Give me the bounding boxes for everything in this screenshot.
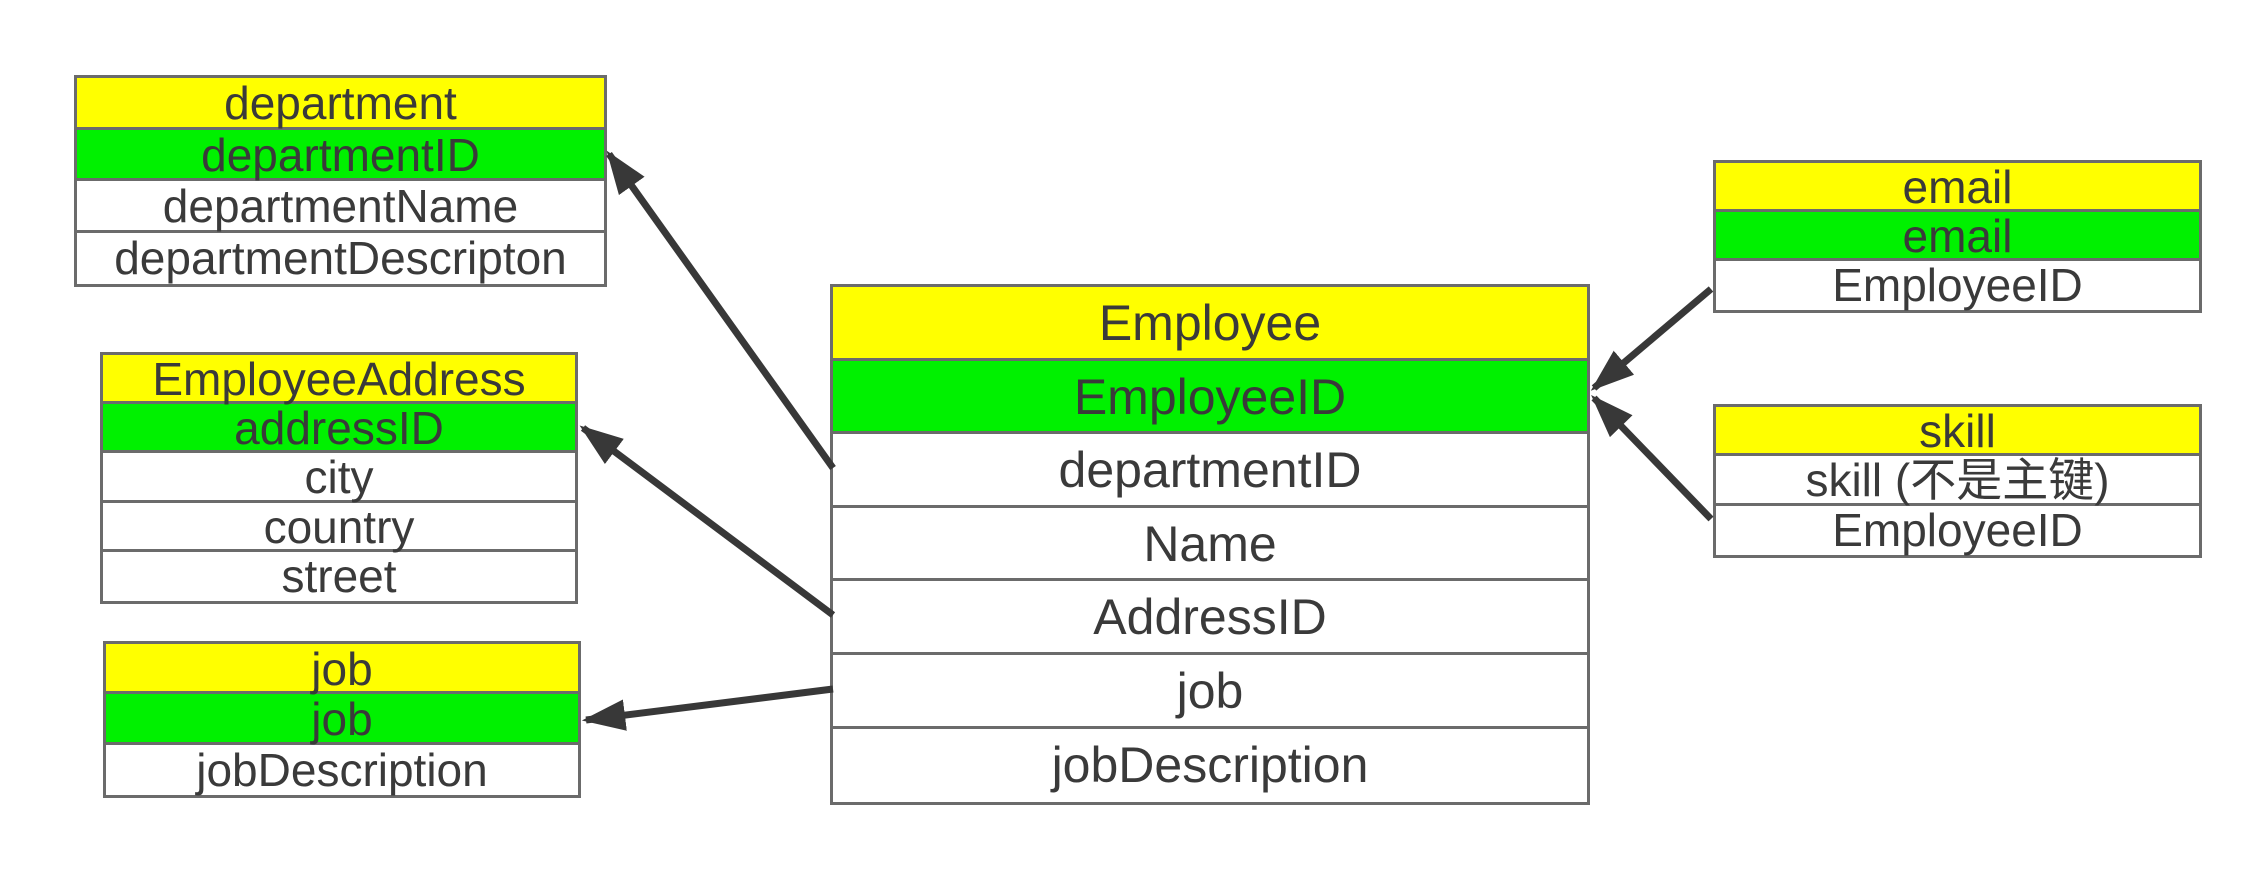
table-title-EmployeeAddress-0: EmployeeAddress	[103, 354, 575, 405]
table-row-Employee-4: AddressID	[833, 581, 1587, 655]
table-row-email-1: email	[1716, 212, 2199, 261]
table-row-EmployeeAddress-4: street	[103, 551, 575, 601]
table-row-EmployeeAddress-2: city	[103, 453, 575, 503]
relationship-arrow-skill.EmployeeID-to-Employee.EmployeeID	[1591, 394, 1714, 522]
table-title-department-0: department	[77, 77, 604, 130]
relationship-arrow-Employee.departmentID-to-department.departmentID	[606, 150, 836, 471]
relationship-arrow-Employee.job-to-job.job	[581, 685, 834, 731]
table-title-skill-0: skill	[1716, 406, 2199, 457]
relationship-arrow-email.EmployeeID-to-Employee.EmployeeID	[1590, 286, 1714, 391]
table-row-Employee-1: EmployeeID	[833, 360, 1587, 435]
table-row-skill-1: skill (不是主键)	[1716, 455, 2199, 506]
table-row-Employee-6: jobDescription	[833, 728, 1587, 803]
table-row-EmployeeAddress-1: addressID	[103, 403, 575, 454]
table-row-department-2: departmentName	[77, 180, 604, 233]
table-row-Employee-2: departmentID	[833, 434, 1587, 508]
table-row-skill-2: EmployeeID	[1716, 505, 2199, 555]
table-title-Employee-0: Employee	[833, 287, 1587, 361]
table-row-department-1: departmentID	[77, 129, 604, 181]
relationship-arrow-Employee.AddressID-to-EmployeeAddress.addressID	[579, 425, 836, 618]
table-row-EmployeeAddress-3: country	[103, 502, 575, 552]
table-row-Employee-3: Name	[833, 507, 1587, 582]
table-title-job-0: job	[106, 644, 578, 694]
table-title-email-0: email	[1716, 163, 2199, 212]
table-row-email-2: EmployeeID	[1716, 261, 2199, 310]
table-row-job-1: job	[106, 694, 578, 745]
table-row-department-3: departmentDescripton	[77, 232, 604, 284]
table-row-job-2: jobDescription	[106, 744, 578, 795]
table-row-Employee-5: job	[833, 654, 1587, 729]
